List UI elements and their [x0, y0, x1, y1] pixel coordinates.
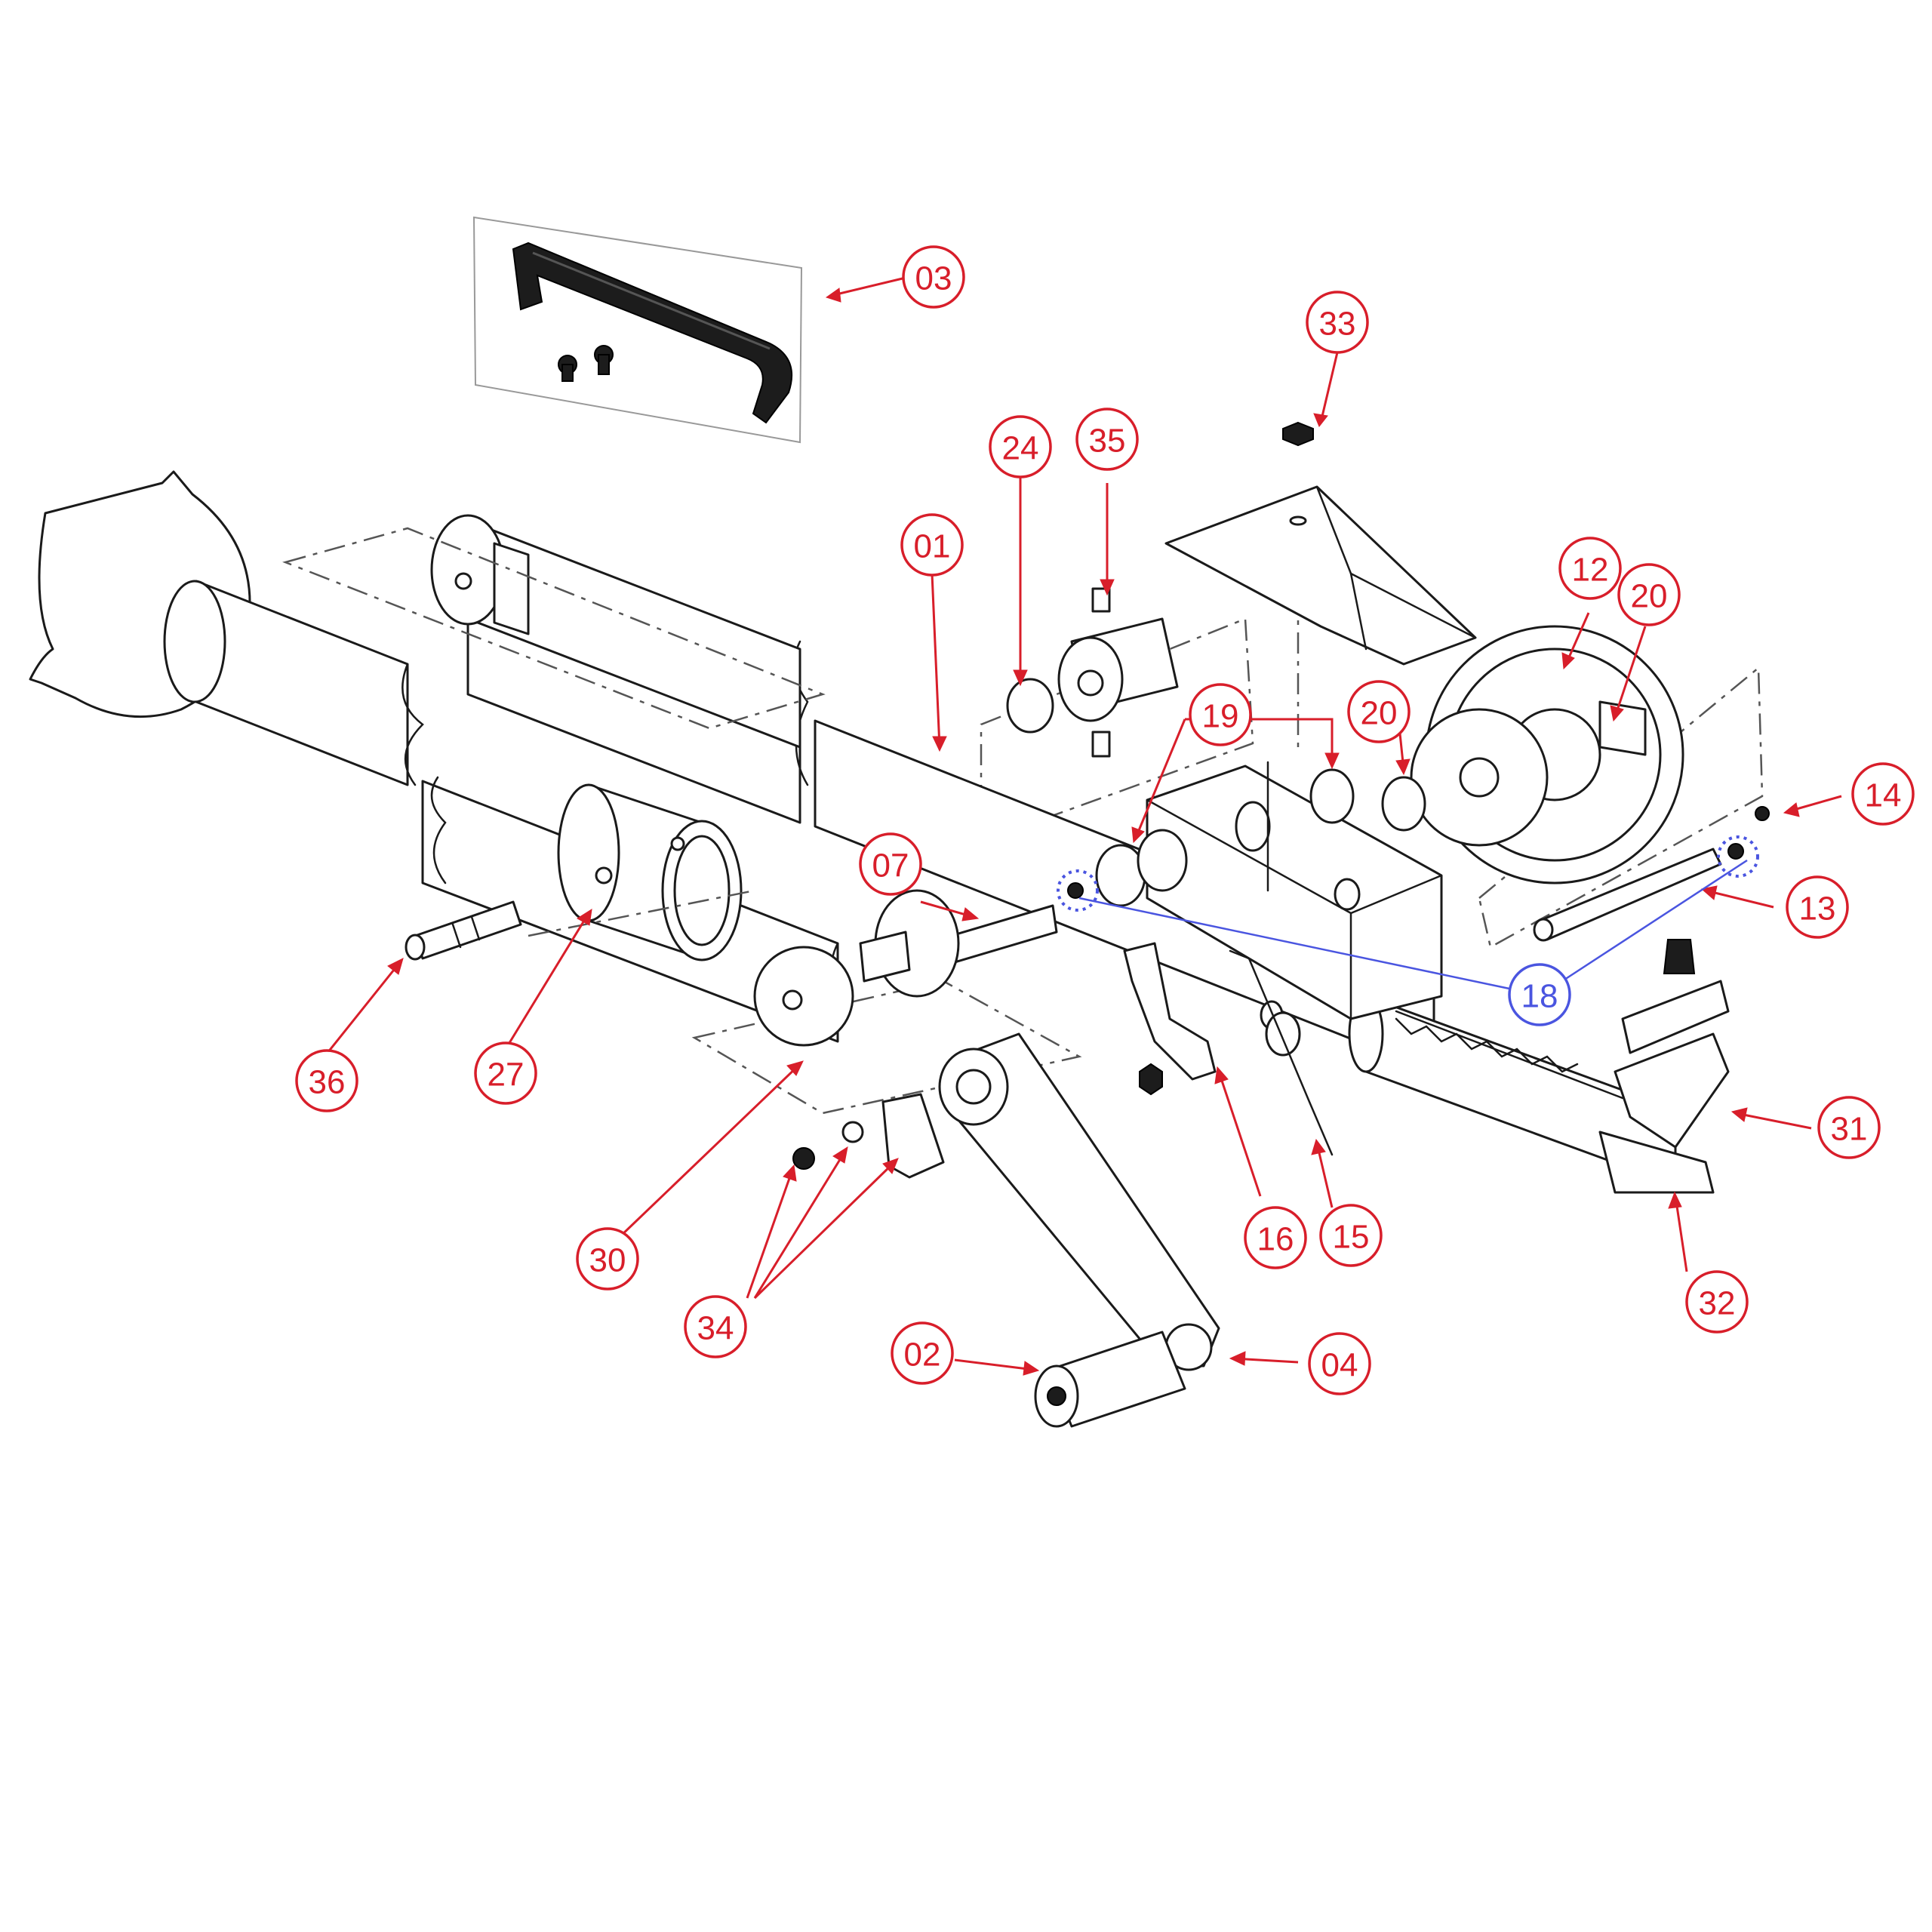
callout-circle	[1347, 680, 1411, 743]
small-hardware	[792, 806, 1770, 1179]
callout-number: 36	[309, 1064, 346, 1101]
callout-number: 24	[1002, 430, 1039, 467]
callout-number: 12	[1572, 552, 1609, 589]
callout-c02: 02	[891, 1321, 954, 1385]
callout-circle	[576, 1227, 639, 1291]
callout-circle	[1319, 1204, 1383, 1267]
shaft-part-07	[859, 889, 1058, 998]
grip-part-02	[1034, 1331, 1186, 1428]
callout-c31: 31	[1817, 1096, 1881, 1159]
callout-number: 27	[488, 1057, 525, 1094]
callout-c18: 18	[1508, 963, 1571, 1026]
callout-labels: 03 33 24 35 01 12 20 19 20 14 07 13 18 36 27 31 16 15 30 32…	[295, 245, 1915, 1395]
callout-c34: 34	[684, 1295, 747, 1358]
callout-circle	[1817, 1096, 1881, 1159]
callout-c30: 30	[576, 1227, 639, 1291]
gearbox-housing	[1146, 761, 1443, 1030]
callout-circle	[1306, 291, 1369, 354]
callout-circle	[474, 1041, 537, 1105]
callout-c19: 19	[1189, 683, 1252, 746]
callout-circle	[1075, 408, 1139, 471]
left-shaft-assembly	[29, 470, 847, 1043]
callout-number: 20	[1361, 695, 1398, 732]
callout-circle	[1558, 537, 1622, 600]
callout-number: 14	[1865, 777, 1902, 814]
callout-leaders	[323, 276, 1842, 1376]
upper-tube	[430, 514, 801, 749]
callout-circle	[859, 832, 922, 896]
sprocket-part-30	[753, 946, 854, 1047]
callout-number: 19	[1202, 698, 1239, 735]
callout-c27: 27	[474, 1041, 537, 1105]
callout-c16: 16	[1244, 1206, 1307, 1269]
callout-number: 34	[697, 1310, 734, 1347]
callout-c04: 04	[1308, 1332, 1371, 1395]
callout-c01: 01	[900, 513, 964, 577]
callout-c32: 32	[1685, 1270, 1749, 1334]
callout-circle	[989, 415, 1052, 478]
callout-c20a: 20	[1617, 563, 1681, 626]
callout-number: 01	[914, 528, 951, 565]
pinion-part-35	[1057, 587, 1179, 758]
callout-number: 31	[1831, 1111, 1868, 1148]
callout-c24: 24	[989, 415, 1052, 478]
callout-circle	[1508, 963, 1571, 1026]
callout-circle	[900, 513, 964, 577]
callout-circle	[295, 1049, 358, 1112]
callout-circle	[1308, 1332, 1371, 1395]
callout-number: 16	[1257, 1221, 1294, 1258]
bushings	[1006, 678, 1426, 907]
callout-c36: 36	[295, 1049, 358, 1112]
callout-c13: 13	[1786, 875, 1849, 939]
callout-circle	[684, 1295, 747, 1358]
collar-part-27	[557, 783, 743, 961]
callout-c07: 07	[859, 832, 922, 896]
gear-cover	[1164, 421, 1477, 666]
callout-c03: 03	[902, 245, 965, 309]
callout-number: 04	[1321, 1347, 1358, 1384]
callout-circle	[1189, 683, 1252, 746]
callout-number: 07	[872, 848, 909, 884]
callout-number: 02	[904, 1337, 941, 1374]
callout-number: 13	[1799, 891, 1836, 928]
callout-c33: 33	[1306, 291, 1369, 354]
crank-arm-part-04	[938, 1032, 1220, 1371]
callout-circle	[902, 245, 965, 309]
callout-number: 18	[1521, 978, 1558, 1015]
callout-number: 30	[589, 1242, 626, 1279]
callout-circle	[1244, 1206, 1307, 1269]
callout-c15: 15	[1319, 1204, 1383, 1267]
callout-circle	[1685, 1270, 1749, 1334]
callout-number: 32	[1699, 1285, 1736, 1322]
callout-c20b: 20	[1347, 680, 1411, 743]
callout-c14: 14	[1851, 762, 1915, 826]
gear-part-12	[1410, 625, 1684, 884]
callout-circle	[1786, 875, 1849, 939]
callout-circle	[891, 1321, 954, 1385]
callout-circle	[1851, 762, 1915, 826]
handle-photo-inset	[472, 216, 803, 444]
callout-c12: 12	[1558, 537, 1622, 600]
highlight-leaders	[1057, 835, 1759, 990]
callout-number: 35	[1089, 423, 1126, 460]
callout-c35: 35	[1075, 408, 1139, 471]
pin-part-36	[405, 900, 522, 961]
callout-circle	[1617, 563, 1681, 626]
callout-number: 20	[1631, 578, 1668, 615]
callout-number: 03	[915, 260, 952, 297]
callout-number: 15	[1333, 1219, 1370, 1256]
callout-number: 33	[1319, 306, 1356, 343]
